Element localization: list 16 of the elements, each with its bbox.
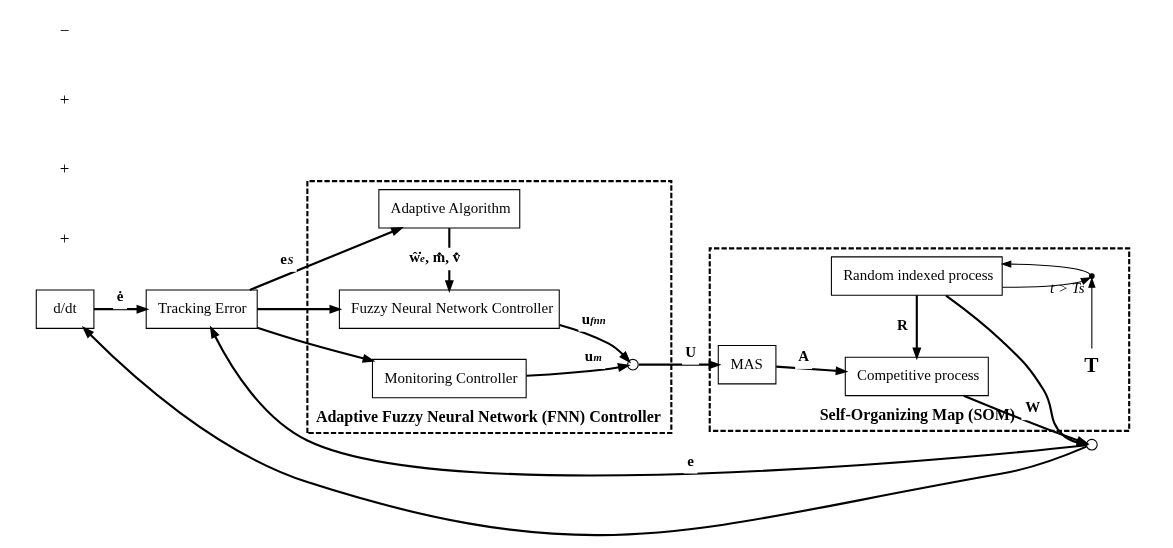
edge-label: W [1024, 399, 1040, 416]
edge-label: A [797, 348, 809, 365]
edge-label: e [686, 452, 694, 469]
node-text: T [1083, 353, 1099, 378]
edge-label: ė [116, 288, 123, 305]
label: + [59, 159, 69, 179]
label: + [59, 228, 69, 248]
edge-label: U [684, 343, 696, 360]
edge-label: ŵ̇e, m̂̇, v̂̇ [408, 249, 460, 266]
edge-label: eS [279, 251, 294, 268]
node-label: t > Ts [1049, 280, 1084, 297]
label: − [59, 20, 69, 40]
edge-label: um [584, 348, 602, 365]
edge-label: R [896, 316, 908, 333]
label: + [59, 90, 69, 110]
edge-label: ufnn [581, 310, 606, 327]
